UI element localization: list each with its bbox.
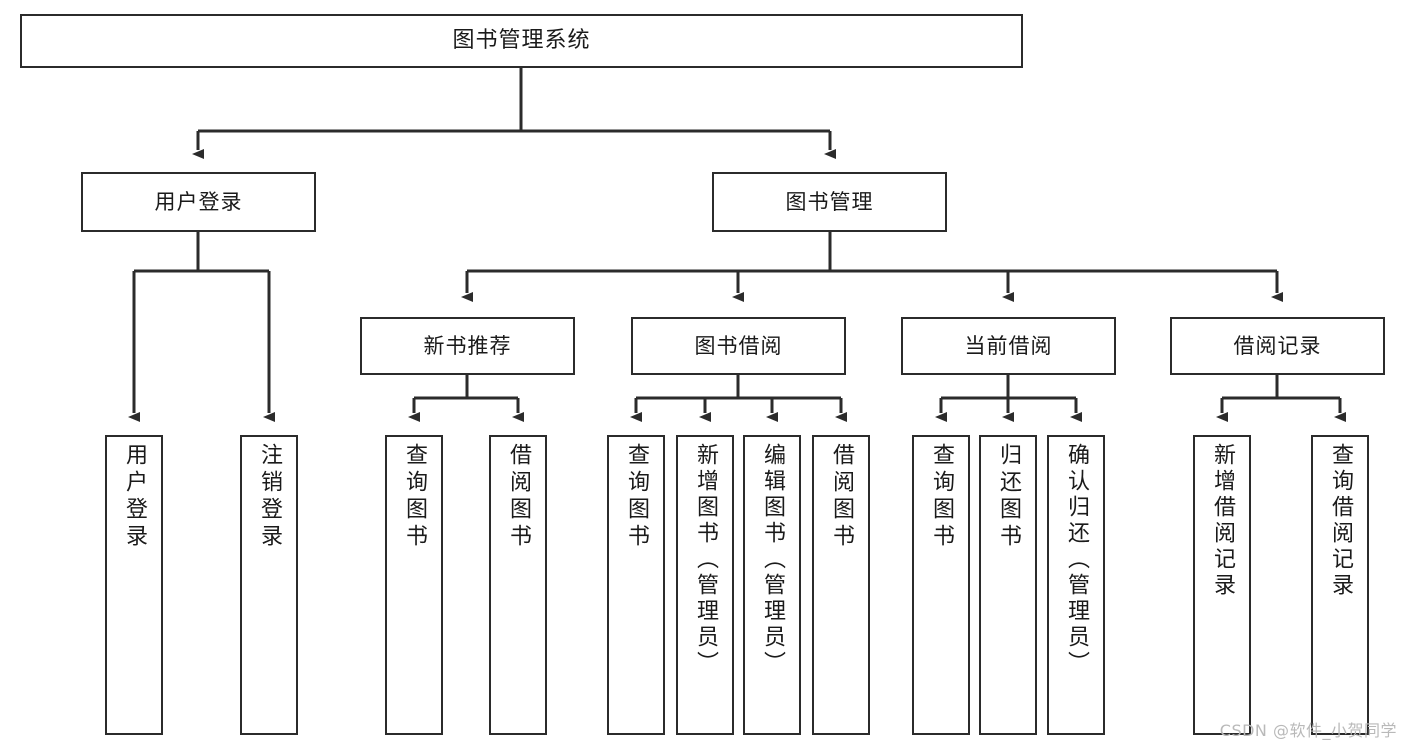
leaf-current-return-book[interactable]: 归还图书 [979, 435, 1037, 735]
leaf-recommend-borrow-book[interactable]: 借阅图书 [489, 435, 547, 735]
node-book-management[interactable]: 图书管理 [712, 172, 947, 232]
node-label: 图书借阅 [694, 333, 783, 358]
node-new-book-recommend[interactable]: 新书推荐 [360, 317, 575, 375]
node-label: 查询图书 [929, 443, 954, 551]
node-user-login[interactable]: 用户登录 [81, 172, 316, 232]
leaf-user-login-login[interactable]: 用户登录 [105, 435, 163, 735]
leaf-borrow-query-book[interactable]: 查询图书 [607, 435, 665, 735]
node-label: 新增借阅记录 [1210, 443, 1235, 599]
node-label: 注销登录 [257, 443, 282, 551]
node-label: 用户登录 [154, 189, 243, 214]
csdn-watermark: CSDN @软件_小贺同学 [1219, 721, 1397, 740]
node-label: 当前借阅 [964, 333, 1053, 358]
leaf-borrow-edit-book-admin[interactable]: 编辑图书（管理员） [743, 435, 801, 735]
node-label: 图书管理系统 [452, 28, 591, 54]
node-label: 图书管理 [785, 189, 874, 214]
leaf-records-query-record[interactable]: 查询借阅记录 [1311, 435, 1369, 735]
leaf-user-login-logout[interactable]: 注销登录 [240, 435, 298, 735]
node-label: 查询借阅记录 [1328, 443, 1353, 599]
node-book-borrow[interactable]: 图书借阅 [631, 317, 846, 375]
node-label: 新增图书（管理员） [693, 443, 718, 677]
node-label: 编辑图书（管理员） [760, 443, 785, 677]
node-current-borrow[interactable]: 当前借阅 [901, 317, 1116, 375]
leaf-borrow-borrow-book[interactable]: 借阅图书 [812, 435, 870, 735]
leaf-current-confirm-return-admin[interactable]: 确认归还（管理员） [1047, 435, 1105, 735]
node-label: 查询图书 [402, 443, 427, 551]
node-label: 确认归还（管理员） [1064, 443, 1089, 677]
node-label: 借阅记录 [1233, 333, 1322, 358]
leaf-borrow-add-book-admin[interactable]: 新增图书（管理员） [676, 435, 734, 735]
node-label: 用户登录 [122, 443, 147, 551]
node-label: 借阅图书 [506, 443, 531, 551]
node-label: 借阅图书 [829, 443, 854, 551]
node-label: 查询图书 [624, 443, 649, 551]
leaf-records-add-record[interactable]: 新增借阅记录 [1193, 435, 1251, 735]
node-root-library-system[interactable]: 图书管理系统 [20, 14, 1023, 68]
leaf-recommend-query-book[interactable]: 查询图书 [385, 435, 443, 735]
node-label: 归还图书 [996, 443, 1021, 551]
node-label: 新书推荐 [423, 333, 512, 358]
node-borrow-records[interactable]: 借阅记录 [1170, 317, 1385, 375]
leaf-current-query-book[interactable]: 查询图书 [912, 435, 970, 735]
